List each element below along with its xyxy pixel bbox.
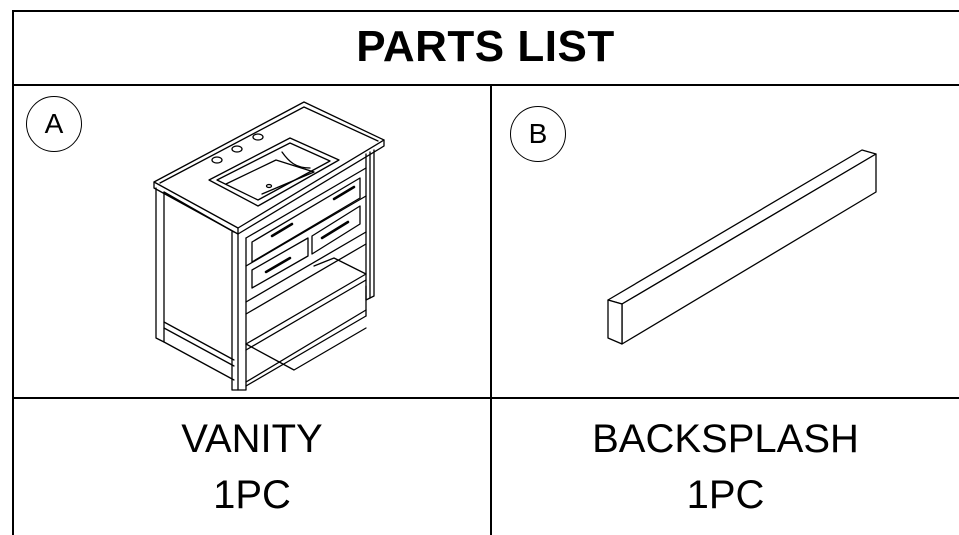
part-b-label-cell: BACKSPLASH 1PC: [492, 399, 959, 535]
part-b-name: BACKSPLASH: [592, 417, 859, 461]
part-a-marker: A: [26, 96, 82, 152]
backsplash-board-icon: [607, 149, 877, 345]
part-b-illustration-cell: B: [492, 88, 959, 397]
part-a-quantity: 1PC: [213, 473, 291, 517]
table-frame: [12, 10, 959, 535]
part-b-quantity: 1PC: [686, 473, 765, 517]
part-a-name: VANITY: [181, 417, 323, 461]
part-a-label-cell: VANITY 1PC: [14, 399, 490, 535]
vanity-cabinet-icon: [153, 101, 385, 391]
part-a-illustration-cell: A: [14, 88, 490, 397]
part-b-marker: B: [510, 106, 566, 162]
column-divider: [490, 86, 492, 535]
row-divider: [12, 397, 959, 399]
title-row: PARTS LIST: [12, 10, 959, 86]
page-title: PARTS LIST: [356, 22, 615, 71]
